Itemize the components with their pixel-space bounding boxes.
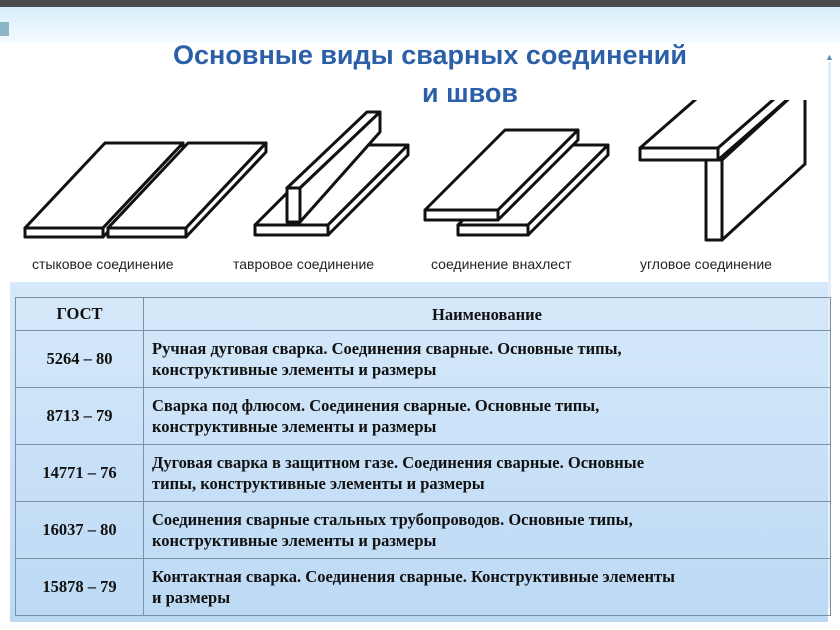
gost-number: 5264 – 80 [15,330,144,388]
title-line-1: Основные виды сварных соединений [173,40,687,70]
standard-name-line-1: Сварка под флюсом. Соединения сварные. О… [152,396,600,415]
standard-name-line-1: Ручная дуговая сварка. Соединения сварны… [152,339,622,358]
scroll-up-arrow-icon[interactable]: ▲ [825,52,834,62]
standard-name-line-1: Контактная сварка. Соединения сварные. К… [152,567,676,586]
table-row: 15878 – 79 Контактная сварка. Соединения… [15,558,831,616]
standard-name: Ручная дуговая сварка. Соединения сварны… [143,330,831,388]
caption-butt-joint: стыковое соединение [32,256,174,272]
top-bar [0,0,840,7]
standard-name-line-2: и размеры [152,588,231,607]
corner-joint-drawing [638,100,807,242]
caption-corner-joint: угловое соединение [640,256,772,272]
standard-name-line-2: конструктивные элементы и размеры [152,531,437,550]
title-line-2: и швов [422,78,518,108]
standard-name-line-2: конструктивные элементы и размеры [152,360,437,379]
standard-name-line-2: типы, конструктивные элементы и размеры [152,474,485,493]
caption-tee-joint: тавровое соединение [233,256,375,272]
table-row: 8713 – 79 Сварка под флюсом. Соединения … [15,387,831,445]
header-name: Наименование [143,297,831,331]
slide-header-strip [0,7,840,43]
standard-name: Контактная сварка. Соединения сварные. К… [143,558,831,616]
gost-table: ГОСТ Наименование 5264 – 80 Ручная дугов… [15,297,831,616]
tee-joint-drawing [253,110,410,237]
table-header-row: ГОСТ Наименование [15,297,831,331]
table-row: 16037 – 80 Соединения сварные стальных т… [15,501,831,559]
standard-name-line-1: Соединения сварные стальных трубопроводо… [152,510,633,529]
standard-name: Дуговая сварка в защитном газе. Соединен… [143,444,831,502]
table-row: 5264 – 80 Ручная дуговая сварка. Соедине… [15,330,831,388]
slide-title: Основные виды сварных соединений и швов [60,36,800,112]
gost-number: 16037 – 80 [15,501,144,559]
weld-joint-drawings [23,100,807,242]
standard-name: Соединения сварные стальных трубопроводо… [143,501,831,559]
standard-name-line-1: Дуговая сварка в защитном газе. Соединен… [152,453,645,472]
gost-number: 8713 – 79 [15,387,144,445]
gost-number: 14771 – 76 [15,444,144,502]
header-gost: ГОСТ [15,297,144,331]
standard-name: Сварка под флюсом. Соединения сварные. О… [143,387,831,445]
lap-joint-drawing [423,128,610,237]
slide-corner-mark [0,22,9,36]
butt-joint-drawing [23,141,268,239]
table-row: 14771 – 76 Дуговая сварка в защитном газ… [15,444,831,502]
standard-name-line-2: конструктивные элементы и размеры [152,417,437,436]
caption-lap-joint: соединение внахлест [431,256,572,272]
gost-number: 15878 – 79 [15,558,144,616]
